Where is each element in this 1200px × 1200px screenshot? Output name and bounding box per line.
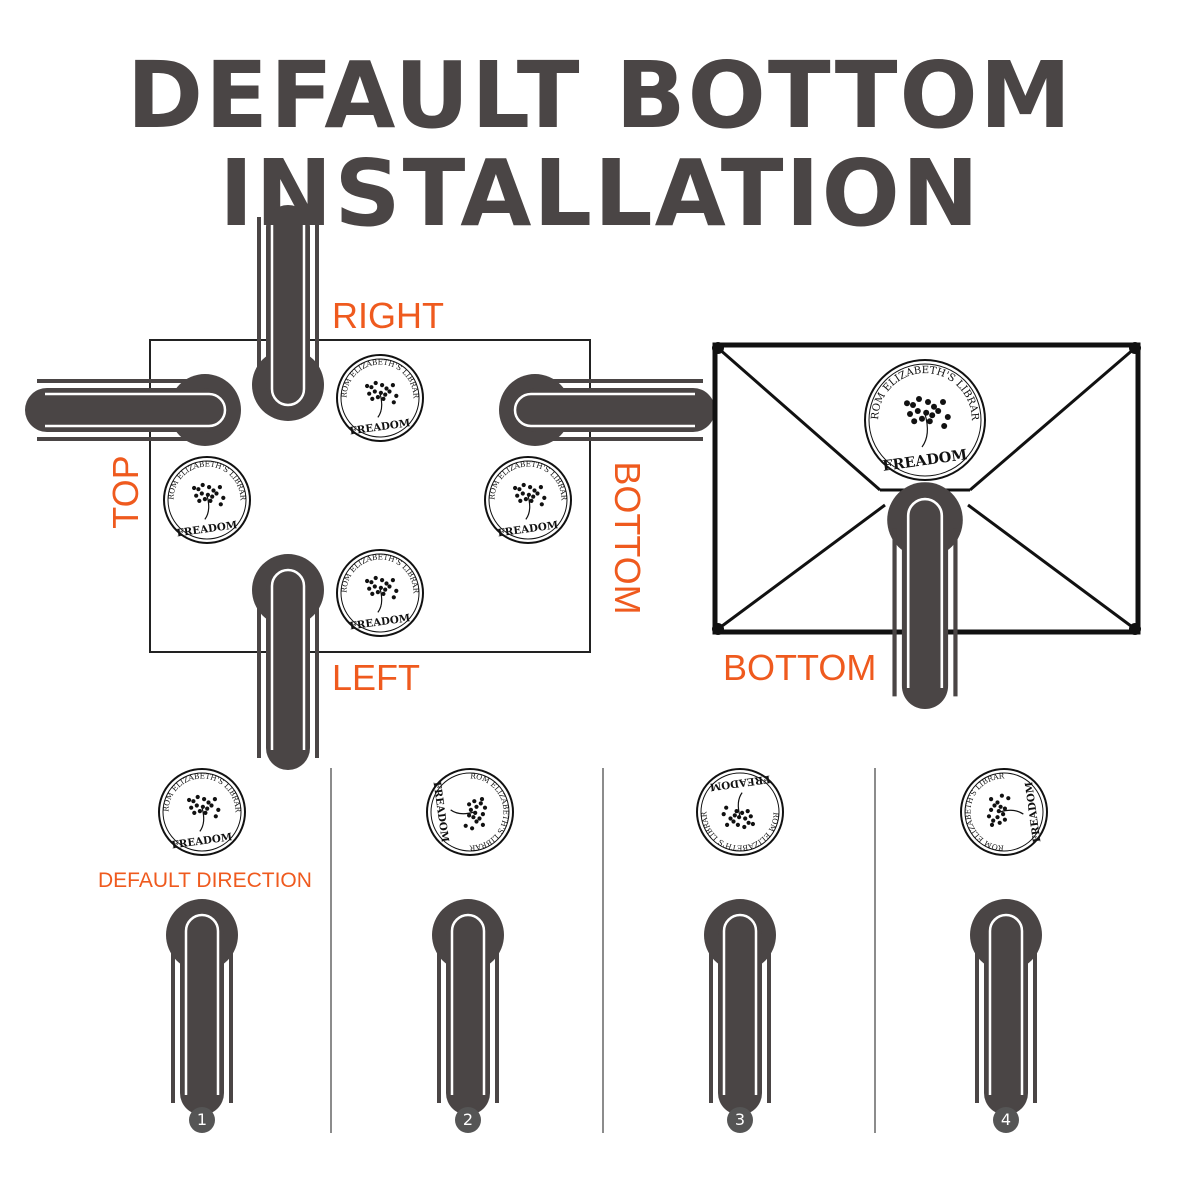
label-right: RIGHT (332, 295, 444, 336)
library-stamp: FROM ELIZABETH'S LIBRARYFREADOM (864, 359, 986, 481)
label-envelope-bottom: BOTTOM (723, 647, 877, 688)
clip-step-1 (164, 897, 240, 1117)
library-stamp: FROM ELIZABETH'S LIBRARYFREADOM (426, 768, 514, 856)
library-stamp: FROM ELIZABETH'S LIBRARYFREADOM (484, 456, 572, 544)
library-stamp: FROM ELIZABETH'S LIBRARYFREADOM (163, 456, 251, 544)
library-stamp: FROM ELIZABETH'S LIBRARYFREADOM (696, 768, 784, 856)
clip-right-position (250, 203, 326, 423)
library-stamp: FROM ELIZABETH'S LIBRARYFREADOM (336, 354, 424, 442)
clip-bottom-position (497, 372, 717, 448)
label-left: LEFT (332, 657, 421, 698)
step-number-4: 4 (993, 1107, 1019, 1133)
library-stamp: FROM ELIZABETH'S LIBRARYFREADOM (158, 768, 246, 856)
clip-envelope-bottom (887, 482, 963, 709)
clip-left-position (250, 552, 326, 772)
step-number-3: 3 (727, 1107, 753, 1133)
clip-step-4 (968, 897, 1044, 1117)
step-number-1: 1 (189, 1107, 215, 1133)
label-top: TOP (105, 455, 146, 529)
library-stamp: FROM ELIZABETH'S LIBRARYFREADOM (960, 768, 1048, 856)
label-bottom-side: BOTTOM (607, 461, 648, 615)
label-default-direction: DEFAULT DIRECTION (98, 869, 312, 892)
library-stamp: FROM ELIZABETH'S LIBRARYFREADOM (336, 549, 424, 637)
page-title-line-1: DEFAULT BOTTOM (126, 42, 1074, 149)
page-title-line-2: INSTALLATION (219, 140, 981, 247)
clip-top-position (23, 372, 243, 448)
step-number-2: 2 (455, 1107, 481, 1133)
paper-outline (149, 339, 591, 653)
stamps-layer: FROM ELIZABETH'S LIBRARYFREADOM FROM ELIZ… (158, 354, 1048, 856)
clip-step-3 (702, 897, 778, 1117)
clip-step-2 (430, 897, 506, 1117)
